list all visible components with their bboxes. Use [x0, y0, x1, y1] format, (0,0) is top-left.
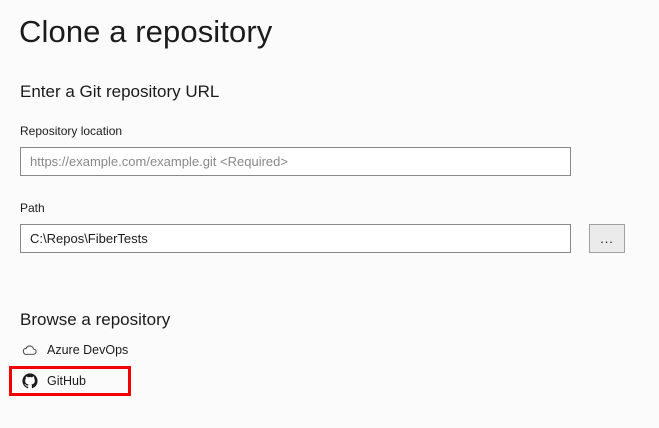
github-icon: [21, 373, 38, 390]
page-title: Clone a repository: [19, 14, 273, 49]
path-input[interactable]: [20, 224, 571, 253]
browse-path-button[interactable]: ...: [589, 224, 625, 253]
browse-repository-section-heading: Browse a repository: [20, 310, 171, 329]
path-label: Path: [20, 201, 45, 215]
provider-label-azure-devops: Azure DevOps: [47, 343, 129, 357]
git-url-section-heading: Enter a Git repository URL: [20, 82, 220, 101]
provider-item-azure-devops[interactable]: Azure DevOps: [12, 338, 128, 362]
repository-provider-list: Azure DevOps GitHub: [9, 338, 312, 400]
repository-location-label: Repository location: [20, 124, 123, 138]
cloud-icon: [21, 342, 38, 359]
provider-label-github: GitHub: [47, 374, 86, 388]
repository-location-input[interactable]: [20, 147, 571, 176]
provider-item-github[interactable]: GitHub: [9, 366, 131, 396]
